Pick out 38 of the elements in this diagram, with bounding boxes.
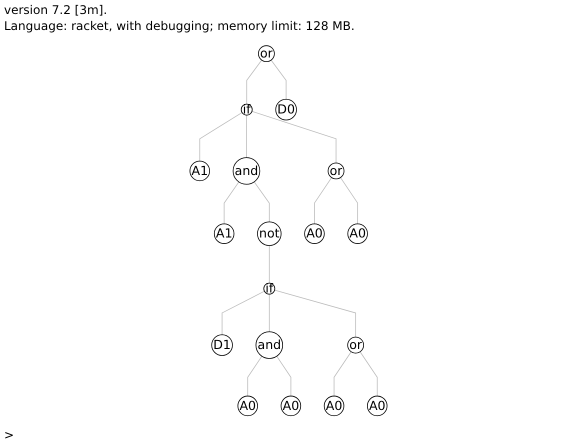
header-text: version 7.2 [3m]. xyxy=(4,2,108,18)
connector xyxy=(246,114,248,158)
connector xyxy=(252,110,336,164)
connector xyxy=(270,60,286,100)
node-circle: A0 xyxy=(347,223,368,244)
connector xyxy=(334,351,352,396)
connector xyxy=(268,245,270,284)
connector xyxy=(360,351,378,396)
node-circle: and xyxy=(232,157,260,185)
node-circle: or xyxy=(258,45,275,62)
node-circle: and xyxy=(256,331,284,359)
connector xyxy=(222,290,265,336)
node-circle: A0 xyxy=(237,396,258,416)
node-circle: not xyxy=(257,222,282,246)
header-text: Language: racket, with debugging; memory limit: 128 MB. xyxy=(4,18,356,34)
node-circle: or xyxy=(347,336,364,354)
node-circle: A0 xyxy=(367,396,388,416)
node-circle: A1 xyxy=(214,223,234,244)
connector xyxy=(340,177,358,224)
connector xyxy=(247,356,262,396)
connector xyxy=(276,356,292,396)
node-circle: if xyxy=(263,282,276,295)
connector xyxy=(246,60,262,104)
node-circle: D1 xyxy=(211,334,233,356)
node-circle: if xyxy=(240,104,253,116)
node-circle: A0 xyxy=(304,223,325,244)
prompt-text: > xyxy=(4,428,14,442)
connector xyxy=(314,177,332,224)
node-circle: A0 xyxy=(280,396,302,416)
node-circle: A0 xyxy=(324,396,344,416)
connector xyxy=(199,112,242,162)
connector xyxy=(224,182,240,224)
connector xyxy=(254,181,270,222)
connector xyxy=(274,290,356,338)
node-circle: D0 xyxy=(275,98,297,120)
node-circle: A1 xyxy=(190,160,210,182)
node-circle: or xyxy=(328,162,344,180)
connector xyxy=(268,294,270,332)
